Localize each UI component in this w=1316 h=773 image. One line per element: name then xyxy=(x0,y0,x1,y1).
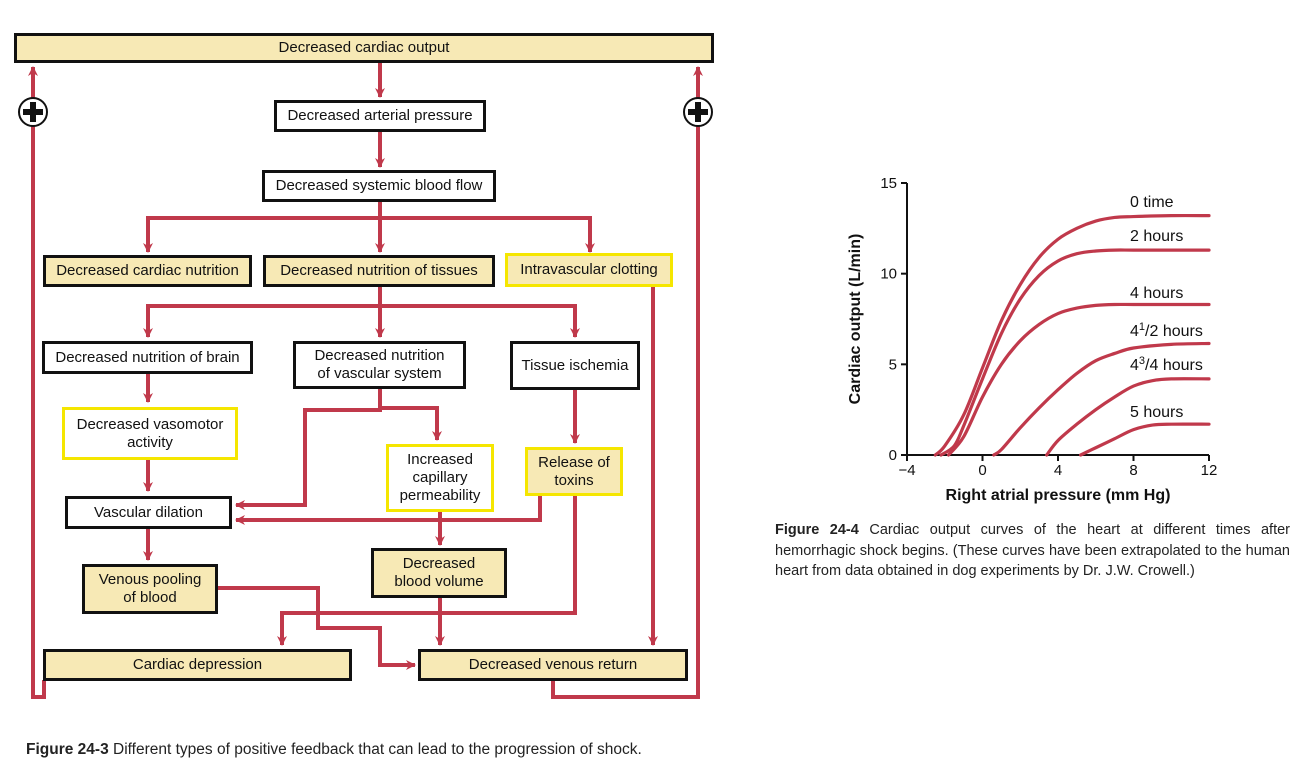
caption-figure-number: Figure 24-3 xyxy=(26,741,109,758)
node-decreased-cardiac-nutrition: Decreased cardiac nutrition xyxy=(43,255,252,287)
node-label-line1: Decreased vasomotor xyxy=(76,415,224,433)
arrow-feedback-left xyxy=(28,66,46,699)
series-line xyxy=(939,248,1211,457)
node-label: Intravascular clotting xyxy=(520,261,658,278)
y-axis-label: Cardiac output (L/min) xyxy=(847,234,864,405)
node-decreased-nutrition-of-vascular-system: Decreased nutrition of vascular system xyxy=(293,341,466,389)
y-tick-label: 5 xyxy=(889,356,897,373)
node-intravascular-clotting: Intravascular clotting xyxy=(505,253,673,287)
series-label: 0 time xyxy=(1130,194,1174,211)
node-label: Decreased cardiac output xyxy=(278,39,450,56)
node-tissue-ischemia: Tissue ischemia xyxy=(510,341,640,390)
node-label-line1: Increased xyxy=(407,451,473,468)
node-decreased-nutrition-of-brain: Decreased nutrition of brain xyxy=(42,341,253,374)
arrow-pooling-to-return xyxy=(218,586,416,670)
positive-feedback-left xyxy=(18,97,48,127)
node-label-line1: Release of xyxy=(538,453,610,471)
caption-text: Cardiac output curves of the heart at di… xyxy=(775,522,1291,579)
figure-24-3-caption: Figure 24-3 Different types of positive … xyxy=(26,741,642,759)
node-label-line2: blood volume xyxy=(394,573,484,590)
series-line xyxy=(1045,377,1211,457)
series-label: 4 hours xyxy=(1130,285,1183,302)
figure-24-4-caption: Figure 24-4 Cardiac output curves of the… xyxy=(775,520,1290,582)
node-decreased-nutrition-of-tissues: Decreased nutrition of tissues xyxy=(263,255,495,287)
node-label-line1: Decreased nutrition xyxy=(314,347,445,364)
plus-bar-v xyxy=(30,102,36,122)
node-release-of-toxins: Release of toxins xyxy=(525,447,623,496)
caption-text: Different types of positive feedback tha… xyxy=(108,741,642,758)
node-vascular-dilation: Vascular dilation xyxy=(65,496,232,529)
node-label: Cardiac depression xyxy=(132,656,263,673)
node-label-line2: of blood xyxy=(123,589,177,606)
series-label: 43/4 hours xyxy=(1130,355,1203,374)
series-line xyxy=(1079,422,1211,457)
x-axis-label: Right atrial pressure (mm Hg) xyxy=(946,487,1171,504)
node-decreased-blood-volume: Decreased blood volume xyxy=(371,548,507,598)
x-tick-label: 8 xyxy=(1129,462,1137,479)
node-label-line2: capillary xyxy=(412,469,468,486)
arrow-toxins-to-depression xyxy=(277,496,577,646)
series-label: 2 hours xyxy=(1130,228,1183,245)
series-line xyxy=(992,341,1211,457)
y-tick-label: 15 xyxy=(880,175,897,192)
x-tick-label: −4 xyxy=(898,462,915,479)
y-tick-label: 0 xyxy=(889,447,897,464)
series-label: 5 hours xyxy=(1130,404,1183,421)
arrow-feedback-right xyxy=(551,66,703,699)
node-label-line3: permeability xyxy=(399,487,481,504)
series-label: 41/2 hours xyxy=(1130,321,1203,340)
node-decreased-arterial-pressure: Decreased arterial pressure xyxy=(274,100,486,132)
arrow-toxins-to-dilation xyxy=(235,496,542,525)
node-venous-pooling-of-blood: Venous pooling of blood xyxy=(82,564,218,614)
y-tick-label: 10 xyxy=(880,266,897,283)
node-label-line2: of vascular system xyxy=(317,365,442,382)
node-label-line2: activity xyxy=(127,433,173,451)
node-label: Decreased nutrition of tissues xyxy=(280,262,478,279)
x-tick-label: 0 xyxy=(978,462,986,479)
series-line xyxy=(946,302,1211,457)
node-label: Decreased cardiac nutrition xyxy=(56,262,239,279)
node-label: Decreased venous return xyxy=(468,656,638,673)
node-increased-capillary-permeability: Increased capillary permeability xyxy=(386,444,494,512)
node-decreased-venous-return: Decreased venous return xyxy=(418,649,688,681)
node-label-line2: toxins xyxy=(554,471,594,489)
caption-figure-number: Figure 24-4 xyxy=(775,522,859,538)
node-label: Decreased nutrition of brain xyxy=(55,348,240,366)
node-decreased-vasomotor-activity: Decreased vasomotor activity xyxy=(62,407,238,460)
plus-bar-v xyxy=(695,102,701,122)
node-label-line1: Venous pooling xyxy=(98,571,202,588)
node-cardiac-depression: Cardiac depression xyxy=(43,649,352,681)
node-decreased-cardiac-output: Decreased cardiac output xyxy=(14,33,714,63)
node-label: Tissue ischemia xyxy=(521,356,629,374)
positive-feedback-right xyxy=(683,97,713,127)
node-label: Decreased systemic blood flow xyxy=(275,177,483,194)
node-label: Vascular dilation xyxy=(94,503,203,521)
x-tick-label: 12 xyxy=(1201,462,1218,479)
arrow-vascular-to-dilation xyxy=(235,389,382,510)
arrow-vascular-to-permeability xyxy=(380,406,442,441)
flowchart-connectors xyxy=(18,62,713,699)
x-tick-label: 4 xyxy=(1054,462,1062,479)
node-label-line1: Decreased xyxy=(402,555,476,572)
node-label: Decreased arterial pressure xyxy=(287,107,473,124)
node-decreased-systemic-blood-flow: Decreased systemic blood flow xyxy=(262,170,496,202)
series-line xyxy=(933,213,1211,457)
